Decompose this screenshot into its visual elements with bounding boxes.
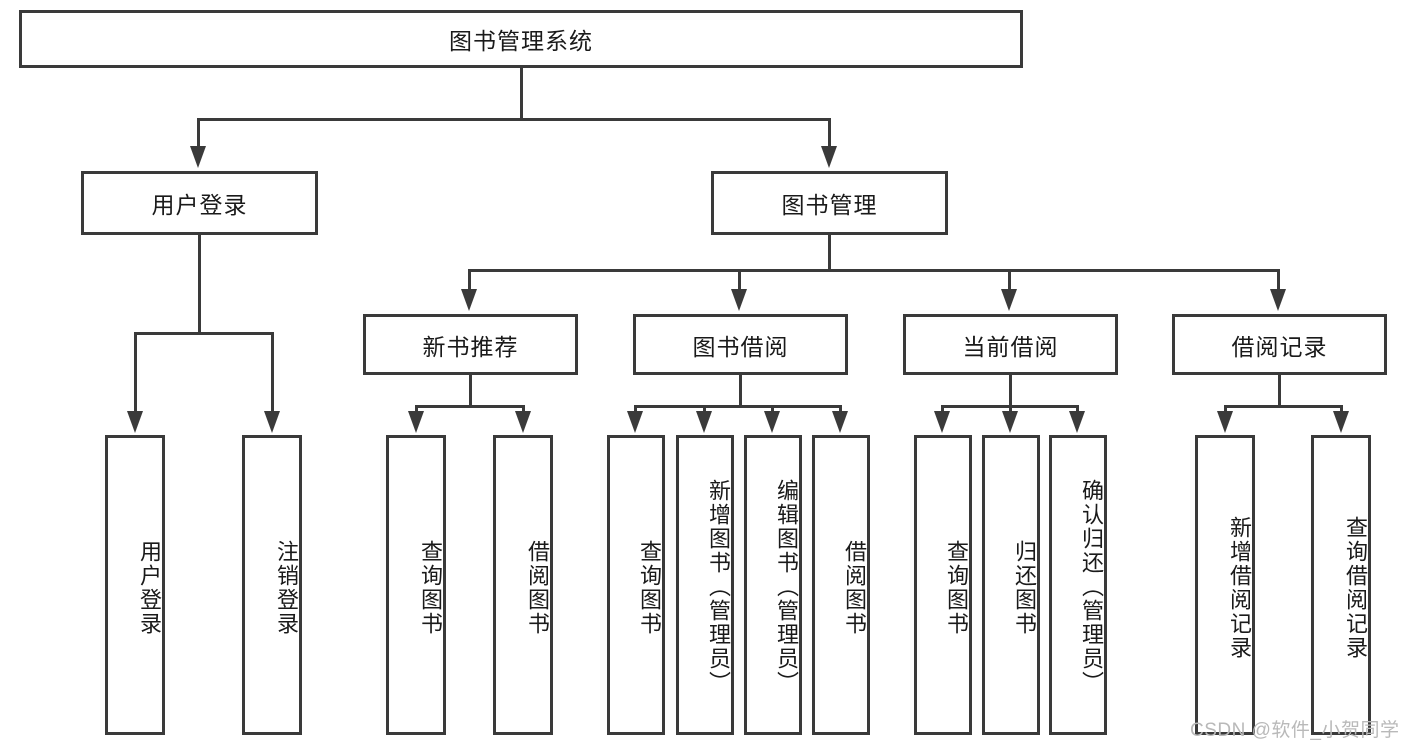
leaf-query-book-borrow[interactable]: 查询图书 <box>607 435 665 735</box>
arrow-root-to-user-login <box>190 146 206 168</box>
leaf-borrow-book-recommend[interactable]: 借阅图书 <box>493 435 553 735</box>
connector-book-manage-bar <box>468 269 1280 272</box>
leaf-confirm-return-admin[interactable]: 确认归还（管理员） <box>1049 435 1107 735</box>
arrow-book-manage-to-borrow <box>731 289 747 311</box>
connector-new-book-drop-2 <box>522 405 525 413</box>
arrow-current-borrow-leaf-2 <box>1002 411 1018 433</box>
leaf-add-book-admin[interactable]: 新增图书（管理员） <box>676 435 734 735</box>
connector-current-borrow-drop-3 <box>1076 405 1079 413</box>
leaf-logout[interactable]: 注销登录 <box>242 435 302 735</box>
arrow-borrow-record-leaf-2 <box>1333 411 1349 433</box>
connector-user-login-bar <box>134 332 274 335</box>
connector-book-borrow-drop-2 <box>703 405 706 413</box>
connector-book-manage-drop-3 <box>1008 269 1011 291</box>
node-user-login[interactable]: 用户登录 <box>81 171 318 235</box>
connector-root-stem <box>520 68 523 120</box>
connector-borrow-record-bar <box>1224 405 1343 408</box>
connector-new-book-stem <box>469 375 472 407</box>
connector-new-book-drop-1 <box>415 405 418 413</box>
connector-user-login-drop-2 <box>271 332 274 413</box>
connector-user-login-stem <box>198 235 201 334</box>
arrow-book-manage-to-current <box>1001 289 1017 311</box>
connector-book-manage-stem <box>828 235 831 272</box>
node-book-borrow[interactable]: 图书借阅 <box>633 314 848 375</box>
connector-book-manage-drop-4 <box>1277 269 1280 291</box>
node-current-borrow[interactable]: 当前借阅 <box>903 314 1118 375</box>
arrow-current-borrow-leaf-1 <box>934 411 950 433</box>
connector-user-login-drop-1 <box>134 332 137 413</box>
connector-borrow-record-drop-2 <box>1340 405 1343 413</box>
leaf-query-book-recommend[interactable]: 查询图书 <box>386 435 446 735</box>
arrow-book-borrow-leaf-2 <box>696 411 712 433</box>
connector-book-borrow-stem <box>739 375 742 407</box>
connector-borrow-record-stem <box>1278 375 1281 407</box>
arrow-book-borrow-leaf-3 <box>764 411 780 433</box>
node-new-book-recommend[interactable]: 新书推荐 <box>363 314 578 375</box>
arrow-user-login-leaf-2 <box>264 411 280 433</box>
connector-root-to-user-login <box>197 118 200 146</box>
leaf-add-borrow-record[interactable]: 新增借阅记录 <box>1195 435 1255 735</box>
arrow-book-manage-to-new-book <box>461 289 477 311</box>
connector-current-borrow-drop-2 <box>1009 405 1012 413</box>
arrow-book-borrow-leaf-1 <box>627 411 643 433</box>
connector-book-manage-drop-2 <box>738 269 741 291</box>
node-root-system[interactable]: 图书管理系统 <box>19 10 1023 68</box>
arrow-borrow-record-leaf-1 <box>1217 411 1233 433</box>
arrow-book-manage-to-record <box>1270 289 1286 311</box>
leaf-user-login[interactable]: 用户登录 <box>105 435 165 735</box>
connector-new-book-bar <box>415 405 525 408</box>
arrow-root-to-book-manage <box>821 146 837 168</box>
connector-current-borrow-stem <box>1009 375 1012 407</box>
leaf-query-book-current[interactable]: 查询图书 <box>914 435 972 735</box>
arrow-new-book-leaf-2 <box>515 411 531 433</box>
connector-root-to-book-manage <box>828 118 831 146</box>
arrow-book-borrow-leaf-4 <box>832 411 848 433</box>
connector-book-borrow-drop-1 <box>634 405 637 413</box>
connector-borrow-record-drop-1 <box>1224 405 1227 413</box>
arrow-current-borrow-leaf-3 <box>1069 411 1085 433</box>
node-borrow-record[interactable]: 借阅记录 <box>1172 314 1387 375</box>
watermark-text: CSDN @软件_小贺同学 <box>1190 720 1400 741</box>
leaf-return-book[interactable]: 归还图书 <box>982 435 1040 735</box>
connector-book-borrow-drop-4 <box>839 405 842 413</box>
node-book-management[interactable]: 图书管理 <box>711 171 948 235</box>
connector-book-borrow-drop-3 <box>771 405 774 413</box>
connector-current-borrow-drop-1 <box>941 405 944 413</box>
arrow-new-book-leaf-1 <box>408 411 424 433</box>
leaf-borrow-book[interactable]: 借阅图书 <box>812 435 870 735</box>
arrow-user-login-leaf-1 <box>127 411 143 433</box>
connector-book-borrow-bar <box>634 405 842 408</box>
leaf-edit-book-admin[interactable]: 编辑图书（管理员） <box>744 435 802 735</box>
connector-book-manage-drop-1 <box>468 269 471 291</box>
leaf-query-borrow-record[interactable]: 查询借阅记录 <box>1311 435 1371 735</box>
connector-root-bar <box>197 118 831 121</box>
